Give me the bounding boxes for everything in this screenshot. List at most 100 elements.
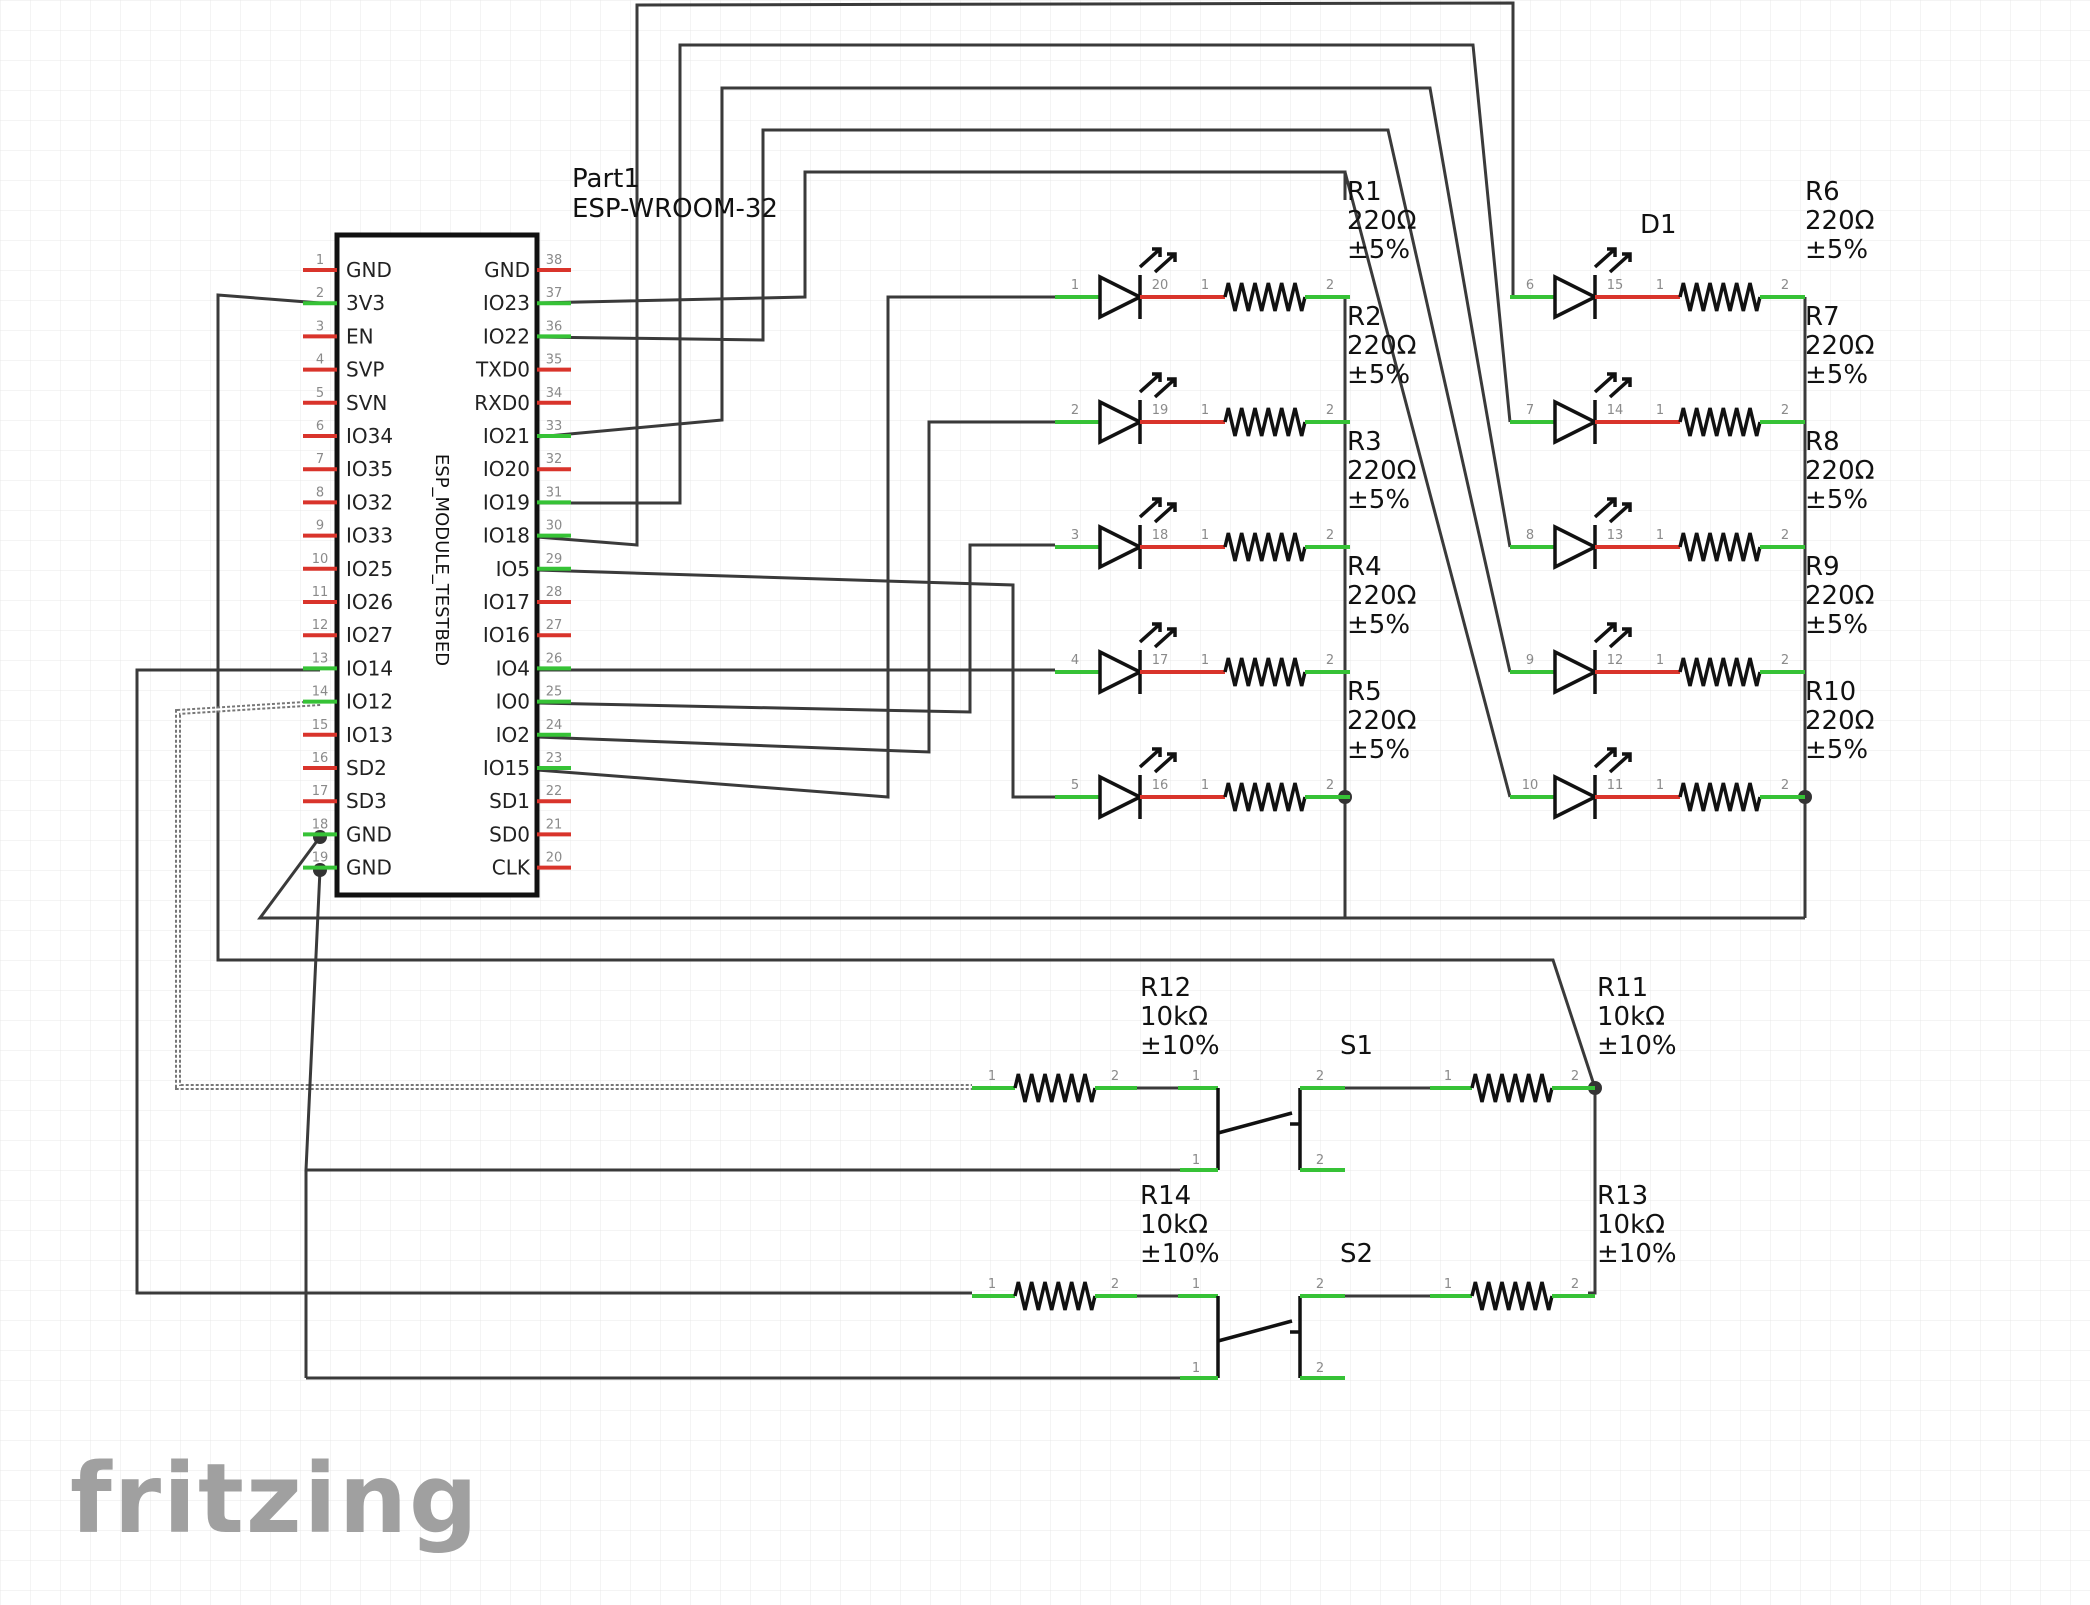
light-arrow-icon (1593, 497, 1617, 519)
resistor-value: 220Ω (1805, 706, 1875, 736)
svg-text:1: 1 (1656, 653, 1664, 668)
resistor-tolerance: ±10% (1597, 1031, 1677, 1061)
pin-label: RXD0 (474, 391, 530, 415)
pin-label: IO19 (483, 490, 530, 514)
resistor-tolerance: ±5% (1805, 610, 1868, 640)
pin-label: IO2 (496, 723, 530, 747)
svg-text:1: 1 (1192, 1361, 1200, 1376)
svg-text:1: 1 (1201, 278, 1209, 293)
pin-number: 27 (546, 618, 563, 633)
led-pin-a: 7 (1526, 403, 1534, 418)
pin-left-gnd-1[interactable]: 1 GND (303, 253, 392, 282)
pin-number: 21 (546, 817, 563, 832)
pin-label: CLK (492, 856, 531, 880)
resistor-tolerance: ±5% (1347, 235, 1410, 265)
led-icon (1098, 399, 1144, 445)
pin-label: GND (346, 258, 392, 282)
switch-name: S1 (1340, 1031, 1373, 1061)
wire-3v3 (216, 293, 1597, 1295)
light-arrow-icon (1138, 497, 1162, 519)
pin-label: IO22 (483, 324, 530, 348)
pin-number: 4 (316, 353, 324, 368)
wire-io21 (536, 86, 1512, 548)
pin-label: IO5 (496, 557, 530, 581)
pin-number: 8 (316, 485, 324, 500)
svg-text:1: 1 (1201, 778, 1209, 793)
led-icon (1098, 274, 1144, 320)
pin-number: 33 (546, 419, 563, 434)
svg-text:1: 1 (1192, 1069, 1200, 1084)
resistor-icon (1470, 1281, 1554, 1311)
switch-name: S2 (1340, 1239, 1373, 1269)
wire-io0 (536, 543, 1055, 714)
pin-right-io20-32[interactable]: 32 IO20 (483, 452, 571, 481)
pin-number: 1 (316, 253, 324, 268)
svg-text:2: 2 (1781, 278, 1789, 293)
svg-text:2: 2 (1571, 1277, 1579, 1292)
pin-number: 32 (546, 452, 563, 467)
svg-text:2: 2 (1781, 653, 1789, 668)
pin-label: IO20 (483, 457, 530, 481)
pin-label: SD3 (346, 789, 387, 813)
resistor-name: R9 (1805, 552, 1840, 582)
resistor-tolerance: ±10% (1140, 1239, 1220, 1269)
light-arrow-icon (1138, 622, 1162, 644)
resistor-value: 10kΩ (1140, 1002, 1208, 1032)
resistor-name: R14 (1140, 1181, 1191, 1211)
pin-label: IO14 (346, 656, 393, 680)
pin-label: SD1 (489, 789, 530, 813)
pin-number: 11 (312, 585, 329, 600)
pin-number: 14 (312, 685, 329, 700)
pin-number: 35 (546, 353, 563, 368)
